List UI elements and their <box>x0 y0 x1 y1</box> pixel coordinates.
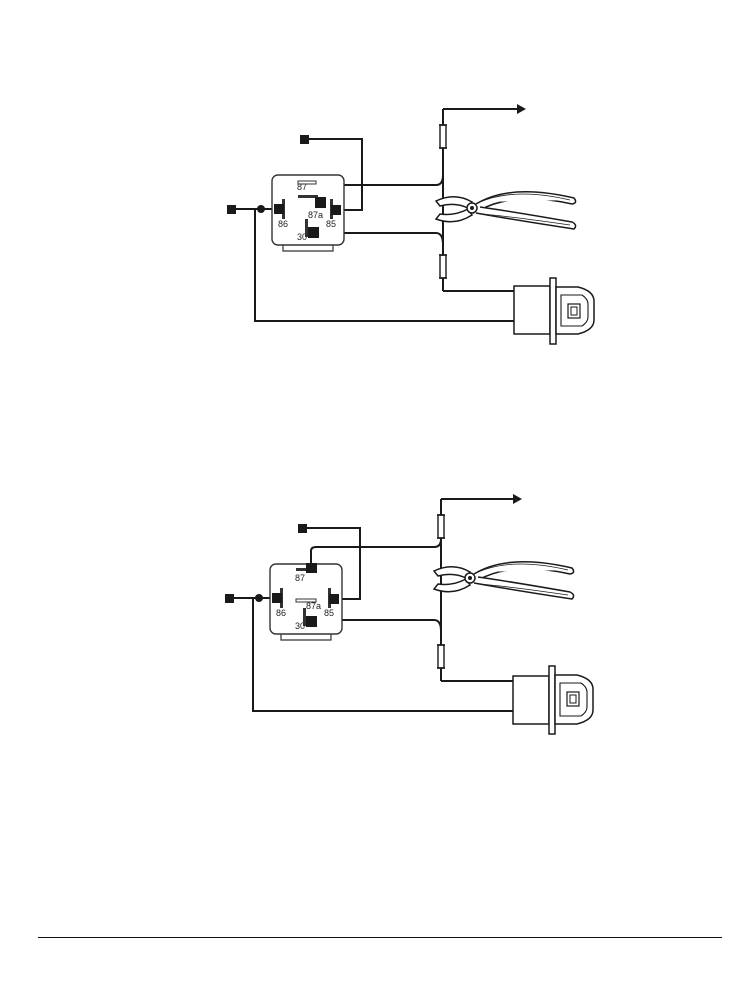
pin-label-30: 30 <box>297 232 307 242</box>
arrow-icon <box>517 104 526 114</box>
pliers-icon <box>436 192 576 229</box>
pin-label-87a: 87a <box>306 601 321 611</box>
terminal-icon <box>227 205 236 214</box>
fuse-icon <box>437 645 445 668</box>
pin-label-85: 85 <box>326 219 336 229</box>
fuse-icon <box>439 255 447 278</box>
connector-icon <box>513 666 593 734</box>
fuse-icon <box>439 125 447 148</box>
terminal-icon <box>298 524 307 533</box>
pin-label-87: 87 <box>297 182 307 192</box>
wiring-diagram-1: 87 87a 86 85 30 <box>0 95 756 455</box>
junction-dot <box>255 594 263 602</box>
pin-label-86: 86 <box>278 219 288 229</box>
connector-icon <box>514 278 594 344</box>
terminal-icon <box>300 135 309 144</box>
footer-rule <box>38 937 722 938</box>
wiring-diagram-1-svg: 87 87a 86 85 30 <box>0 95 756 455</box>
pin-label-87a: 87a <box>308 210 323 220</box>
terminal-icon <box>225 594 234 603</box>
pin-label-87: 87 <box>295 573 305 583</box>
pin-label-85: 85 <box>324 608 334 618</box>
wire-87 <box>311 539 441 566</box>
junction-dot <box>257 205 265 213</box>
pin-label-30: 30 <box>295 621 305 631</box>
arrow-icon <box>513 494 522 504</box>
pliers-icon <box>434 562 574 599</box>
wiring-diagram-2-svg: 87 87a 86 85 30 <box>0 485 756 845</box>
pin-label-86: 86 <box>276 608 286 618</box>
wiring-diagram-2: 87 87a 86 85 30 <box>0 485 756 845</box>
fuse-icon <box>437 515 445 538</box>
